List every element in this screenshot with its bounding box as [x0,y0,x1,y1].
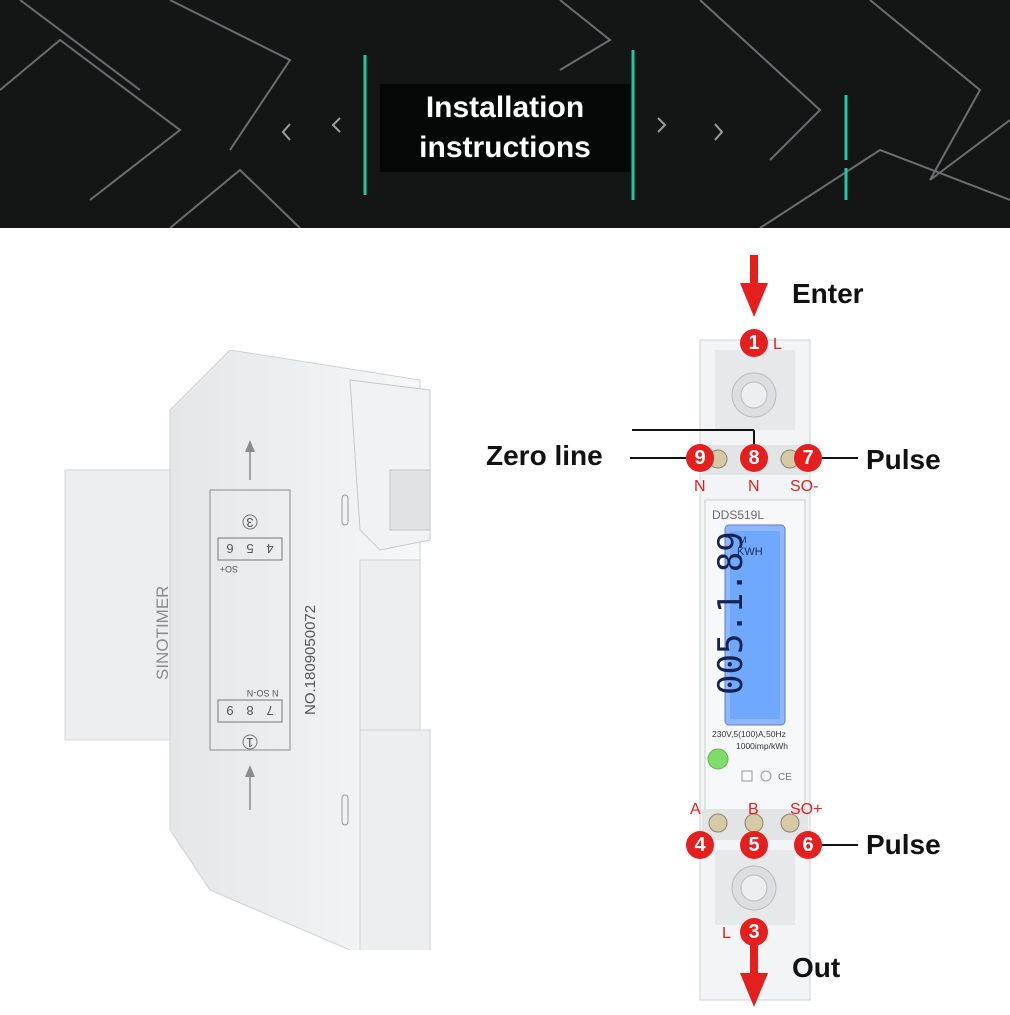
meter-back-block [64,469,186,741]
lcd-reading: 005.1.89 [711,531,751,695]
svg-text:SO+: SO+ [220,564,238,574]
svg-text:5: 5 [246,541,253,556]
lcd-unit-m: M [739,535,747,545]
banner-title: Installation instructions [380,84,630,172]
callout-pulse-bottom: Pulse [866,829,941,860]
left-bottom-circle-label: 1 [246,735,253,750]
terminal-letter-4: A [690,801,701,818]
meter-spec-line1: 230V,5(100)A,50Hz [712,729,786,739]
svg-text:9: 9 [226,703,233,718]
callout-pulse-top: Pulse [866,444,941,475]
banner-title-line2: instructions [419,131,591,164]
lcd-unit: KWH [737,546,763,558]
banner-background [0,0,1010,228]
svg-text:N: N [247,688,254,698]
callout-zero-line: Zero line [486,440,603,471]
left-meter-serial: NO.1809050072 [302,605,319,715]
terminal-letter-1: L [773,336,782,353]
callout-out: Out [792,952,841,983]
svg-text:N SO-: N SO- [253,688,278,698]
banner: Installation instructions [0,0,1010,228]
chevron-right-icon [657,117,667,133]
meter-spec-line2: 1000imp/kWh [736,741,788,751]
terminal-letter-6: SO+ [790,801,823,818]
arrow-down-icon [740,283,768,317]
label-panel [209,489,291,751]
banner-title-line1: Installation [425,91,585,124]
arrow-up-icon [245,765,255,777]
terminal-letter-7: SO- [790,478,819,495]
svg-text:7: 7 [266,703,273,718]
double-insulation-icon [741,770,753,782]
chevron-left-icon [331,117,341,133]
svg-text:8: 8 [246,703,253,718]
terminal-badge-6: 6 [794,831,822,859]
left-meter-illustration: 3 6 5 4 SO+ 9 8 7 N N SO- 1 SINOTIMER NO… [64,350,431,950]
svg-text:6: 6 [226,541,233,556]
pulse-led [707,748,729,770]
chevron-right-icon [714,123,724,141]
terminal-letter-8: N [748,478,760,495]
terminal-badge-9: 9 [686,444,714,472]
terminal-letter-3: L [722,925,731,942]
meter-model: DDS519L [712,508,764,522]
terminal-badge-5: 5 [740,831,768,859]
svg-text:4: 4 [266,541,273,556]
arrow-down-icon [740,973,768,1007]
left-meter-brand: SINOTIMER [153,586,172,680]
arrow-up-icon [245,440,255,452]
chevron-left-icon [281,123,291,141]
terminal-badge-1: 1 [740,329,768,357]
terminal-badge-8: 8 [740,444,768,472]
terminal-letter-5: B [748,801,759,818]
class-icon [760,770,772,782]
callout-enter: Enter [792,278,864,309]
terminal-badge-7: 7 [794,444,822,472]
terminal-badge-4: 4 [686,831,714,859]
left-top-circle-label: 3 [246,515,253,530]
ce-mark-icon: CE [778,772,792,783]
terminal-badge-3: 3 [740,918,768,946]
terminal-letter-9: N [694,478,706,495]
